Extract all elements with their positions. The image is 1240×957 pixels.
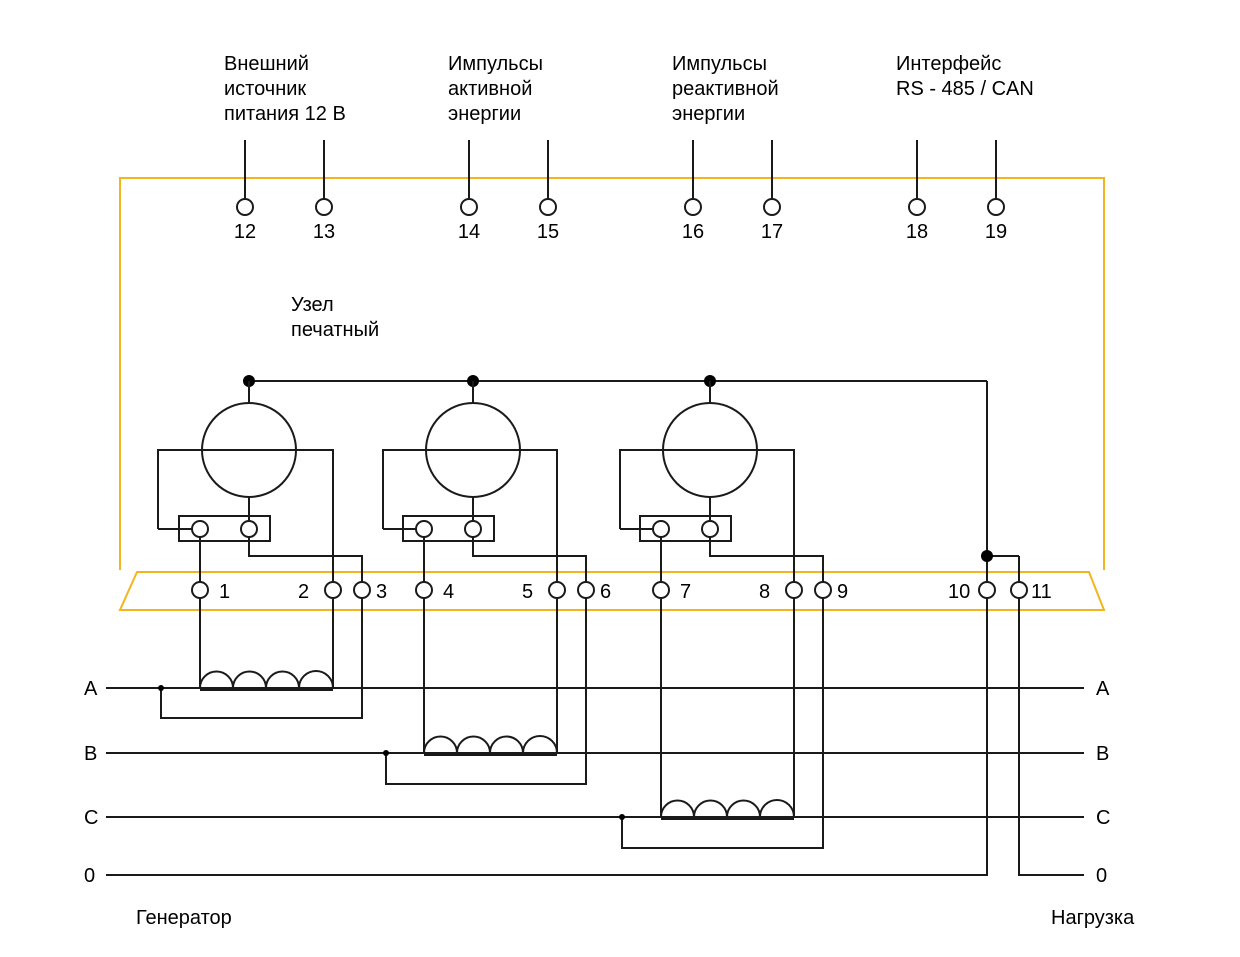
terminal-15 [539, 198, 557, 216]
terminal-1 [191, 581, 209, 599]
line-label-b-right: B [1096, 743, 1109, 765]
measuring-element-1 [157, 381, 363, 582]
terminal-7 [652, 581, 670, 599]
terminal-12-label: 12 [234, 221, 256, 243]
phase-b-current-circuit [383, 598, 587, 785]
terminal-3 [353, 581, 371, 599]
svg-text:Импульсы: Импульсы [672, 53, 767, 75]
measuring-element-3 [619, 381, 824, 582]
svg-text:Интерфейс: Интерфейс [896, 53, 1001, 75]
supply-lines [106, 598, 1084, 876]
terminal-13 [315, 198, 333, 216]
terminal-8 [785, 581, 803, 599]
label-generator: Генератор [136, 907, 232, 929]
phase-c-current-circuit [619, 598, 824, 849]
terminal-3-label: 3 [376, 581, 387, 603]
label-active-energy-pulses: Импульсы активной энергии [448, 53, 543, 125]
svg-text:активной: активной [448, 78, 532, 100]
terminal-16-label: 16 [682, 221, 704, 243]
terminal-11-label: 11 [1031, 581, 1052, 603]
terminal-11 [1010, 581, 1028, 599]
top-terminals: 12 13 14 15 16 17 18 19 [234, 198, 1007, 243]
svg-text:RS - 485 / CAN: RS - 485 / CAN [896, 78, 1034, 100]
svg-text:реактивной: реактивной [672, 78, 779, 100]
svg-text:энергии: энергии [672, 103, 745, 125]
line-label-0-right: 0 [1096, 865, 1107, 887]
terminal-14-label: 14 [458, 221, 480, 243]
label-reactive-energy-pulses: Импульсы реактивной энергии [672, 53, 779, 125]
measuring-element-2 [382, 381, 587, 582]
terminal-17-label: 17 [761, 221, 783, 243]
terminal-5 [548, 581, 566, 599]
terminal-4-label: 4 [443, 581, 454, 603]
terminal-17 [763, 198, 781, 216]
terminal-15-label: 15 [537, 221, 559, 243]
terminal-4 [415, 581, 433, 599]
line-label-0-left: 0 [84, 865, 95, 887]
label-load: Нагрузка [1051, 907, 1135, 929]
line-label-c-left: C [84, 807, 98, 829]
top-terminal-leads [244, 140, 997, 198]
terminal-9 [814, 581, 832, 599]
svg-text:Импульсы: Импульсы [448, 53, 543, 75]
label-power-supply: Внешний источник питания 12 В [224, 53, 346, 125]
svg-text:Узел: Узел [291, 294, 334, 316]
terminal-6-label: 6 [600, 581, 611, 603]
terminal-9-label: 9 [837, 581, 848, 603]
svg-text:печатный: печатный [291, 319, 379, 341]
svg-text:Внешний: Внешний [224, 53, 309, 75]
terminal-18 [908, 198, 926, 216]
terminal-12 [236, 198, 254, 216]
line-0-source [106, 598, 988, 876]
svg-text:питания 12 В: питания 12 В [224, 103, 346, 125]
terminal-18-label: 18 [906, 221, 928, 243]
phase-a-current-circuit [158, 598, 363, 719]
line-label-a-right: A [1096, 678, 1110, 700]
label-printed-board: Узел печатный [291, 294, 379, 341]
line-0-load [1018, 598, 1084, 876]
line-labels-right: A B C 0 [1096, 678, 1110, 887]
terminal-8-label: 8 [759, 581, 770, 603]
terminal-10 [978, 581, 996, 599]
terminal-13-label: 13 [313, 221, 335, 243]
meter-housing [118, 177, 1106, 611]
terminal-19 [987, 198, 1005, 216]
line-label-c-right: C [1096, 807, 1110, 829]
svg-text:источник: источник [224, 78, 306, 100]
terminal-2-label: 2 [298, 581, 309, 603]
terminal-2 [324, 581, 342, 599]
svg-text:энергии: энергии [448, 103, 521, 125]
terminal-10-label: 10 [948, 581, 970, 603]
terminal-1-label: 1 [219, 581, 230, 603]
terminal-7-label: 7 [680, 581, 691, 603]
common-voltage-bus [243, 375, 1020, 582]
terminal-14 [460, 198, 478, 216]
terminal-19-label: 19 [985, 221, 1007, 243]
terminal-5-label: 5 [522, 581, 533, 603]
label-interface: Интерфейс RS - 485 / CAN [896, 53, 1034, 100]
line-label-b-left: B [84, 743, 97, 765]
terminal-16 [684, 198, 702, 216]
bottom-terminals: 1 2 3 4 5 6 7 8 9 10 11 [191, 581, 1052, 603]
terminal-6 [577, 581, 595, 599]
line-labels-left: A B C 0 [84, 678, 98, 887]
line-label-a-left: A [84, 678, 98, 700]
